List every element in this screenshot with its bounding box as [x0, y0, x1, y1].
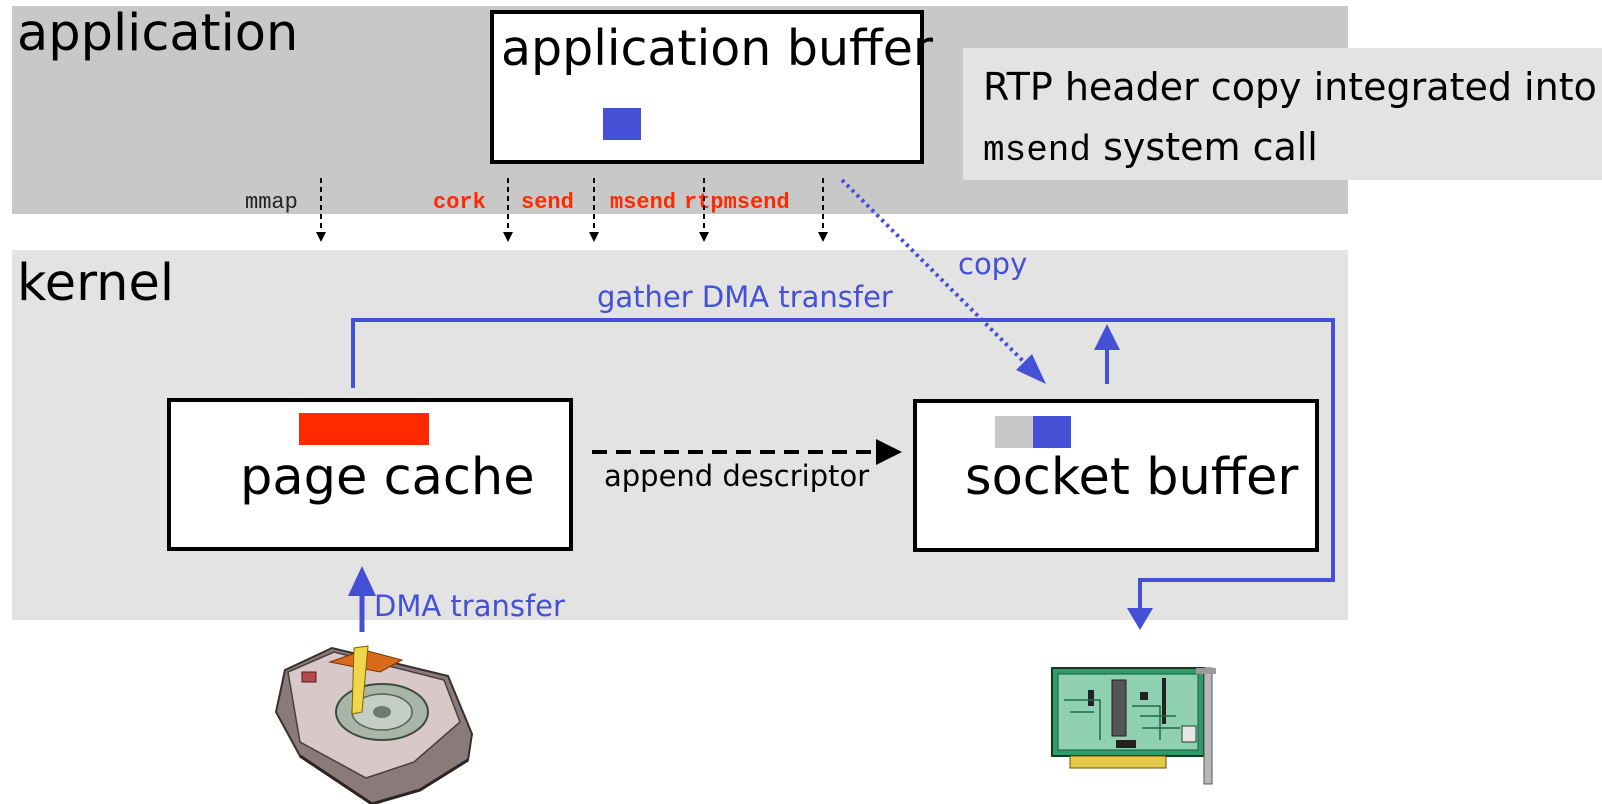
socket-buffer-title: socket buffer	[965, 448, 1299, 507]
gather-dma-label: gather DMA transfer	[597, 280, 893, 314]
call-mmap: mmap	[245, 190, 298, 215]
dma-transfer-arrow	[348, 566, 376, 632]
call-arrow-mmap	[316, 178, 326, 242]
kernel-layer-label: kernel	[17, 254, 175, 313]
call-arrow-rtpmsend	[818, 178, 828, 242]
network-card-icon	[1051, 667, 1216, 785]
call-cork: cork	[433, 190, 486, 215]
dma-transfer-label: DMA transfer	[374, 589, 565, 623]
copy-arrow	[840, 178, 1046, 384]
call-arrow-msend	[699, 178, 709, 242]
call-rtpmsend: rtpmsend	[684, 190, 790, 215]
socket-data-block	[1033, 416, 1071, 448]
application-buffer-title: application buffer	[501, 20, 934, 77]
append-descriptor-arrow	[592, 439, 902, 465]
note-code-msend: msend	[983, 130, 1092, 171]
application-layer-label: application	[17, 4, 299, 63]
note-panel	[963, 48, 1602, 180]
hard-disk-icon	[274, 645, 474, 804]
socket-buffer-box	[913, 399, 1319, 552]
page-cache-data-block	[299, 413, 429, 445]
note-line-1: RTP header copy integrated into	[983, 65, 1597, 109]
gather-dma-path	[351, 318, 1335, 630]
append-descriptor-label: append descriptor	[604, 459, 870, 493]
app-data-block	[603, 108, 641, 140]
note-line-2: msend system call	[983, 128, 1318, 169]
socket-up-arrow	[1094, 324, 1120, 384]
application-buffer-box	[490, 10, 924, 164]
call-send: send	[521, 190, 574, 215]
page-cache-title: page cache	[240, 448, 535, 507]
copy-label: copy	[958, 247, 1028, 281]
call-arrow-send	[589, 178, 599, 242]
call-msend: msend	[610, 190, 677, 215]
socket-header-block	[995, 416, 1033, 448]
call-arrow-cork	[503, 178, 513, 242]
note-line-2-text: system call	[1091, 125, 1318, 169]
